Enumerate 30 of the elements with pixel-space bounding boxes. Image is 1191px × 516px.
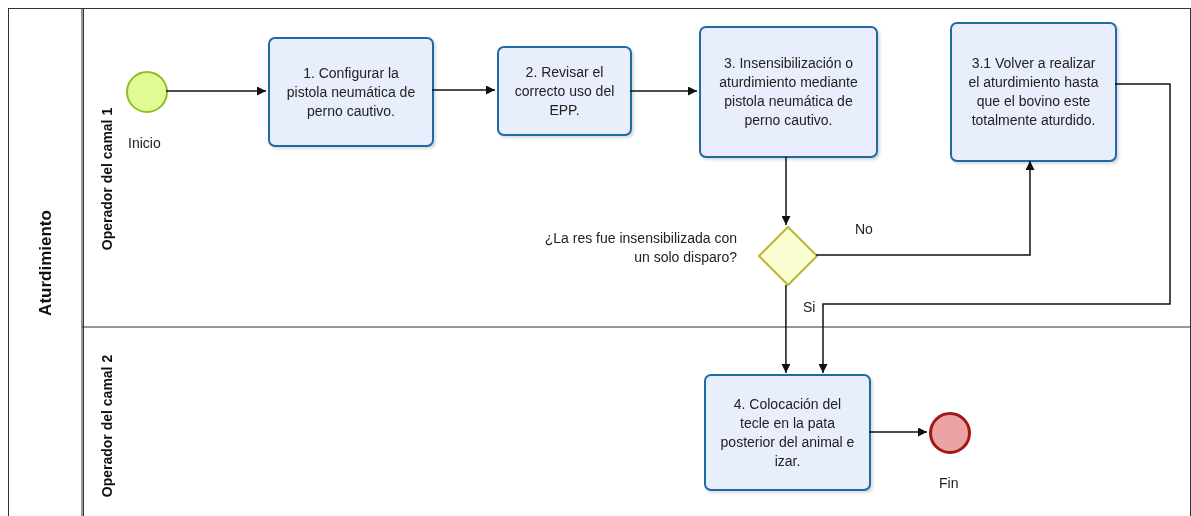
task-text: 3. Insensibilización o aturdimiento mediante pistola neumática de perno cautivo. [718, 54, 859, 130]
edge-label: Si [801, 299, 818, 315]
decision-diamond [758, 226, 818, 286]
lane-title: Operador del camal 2 [99, 354, 115, 498]
arrow [165, 86, 267, 96]
edge-label: No [853, 221, 875, 237]
task-box [950, 22, 1117, 162]
event-caption: ¿La res fue insensibilizada con un solo disparo? [543, 229, 737, 267]
arrow [781, 284, 791, 374]
arrow [868, 427, 928, 437]
arrow [815, 160, 1035, 256]
task-box [699, 26, 878, 158]
start-event-circle [126, 71, 168, 113]
pool [8, 8, 1191, 516]
pool-title: Aturdimiento [36, 210, 56, 316]
task-text: 4. Colocación del tecle en la pata posterior del animal e izar. [719, 394, 856, 471]
event-caption: Inicio [128, 134, 161, 153]
task-box [704, 374, 871, 491]
event-caption: Fin [939, 474, 959, 493]
task-text: 2. Revisar el correcto uso del EPP. [513, 62, 616, 120]
lane-title: Operador del camal 1 [99, 107, 115, 251]
task-box [497, 46, 632, 136]
arrow [818, 83, 1171, 374]
end-event-circle [929, 412, 971, 454]
arrow [629, 86, 698, 96]
arrow [431, 85, 496, 95]
task-box [268, 37, 434, 147]
task-text: 1. Configurar la pistola neumática de perno cautivo. [285, 63, 417, 121]
arrow [781, 156, 791, 226]
task-text: 3.1 Volver a realizar el aturdimiento hasta que el bovino este totalmente aturdido. [967, 54, 1100, 130]
